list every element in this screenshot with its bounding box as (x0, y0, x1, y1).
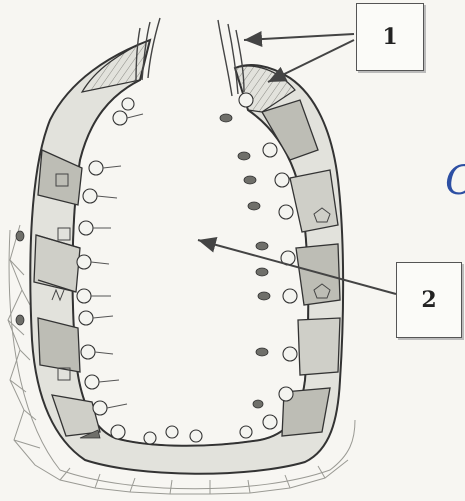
top-cap (82, 40, 150, 92)
label-box-2: 2 (396, 262, 462, 338)
label-2-text: 2 (421, 287, 436, 313)
supporting-cells-right (220, 114, 270, 408)
inner-lining (73, 80, 309, 446)
handwritten-mark: C (445, 158, 465, 204)
hair-cells-left (77, 98, 202, 444)
label-1-text: 1 (382, 24, 397, 50)
hair-cell-stalks-left (91, 114, 143, 408)
label-box-1: 1 (356, 3, 424, 71)
